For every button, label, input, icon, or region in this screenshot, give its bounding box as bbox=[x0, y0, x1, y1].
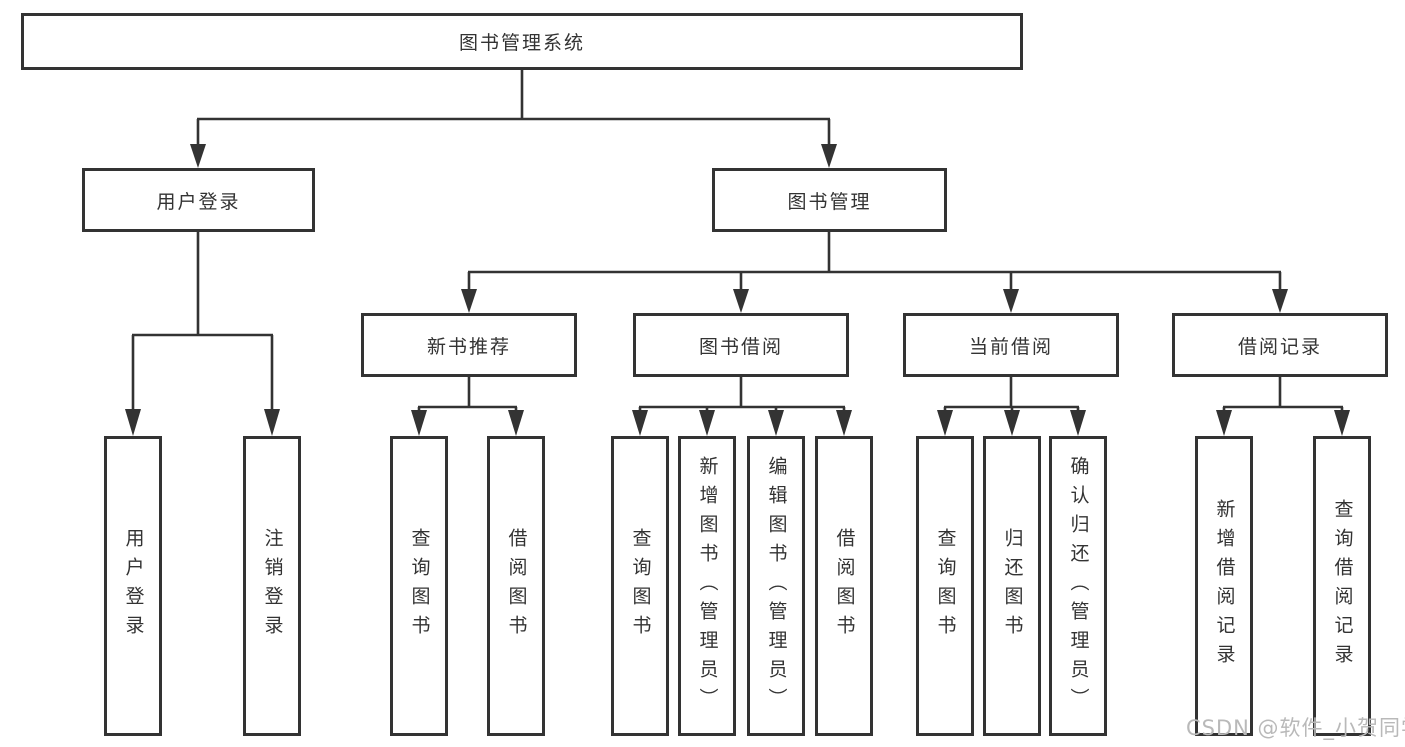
leaf-borrow-edit-books-admin: 编辑图书（管理员） bbox=[747, 436, 805, 736]
node-label: 确认归还（管理员） bbox=[1067, 455, 1090, 717]
leaf-current-return-books: 归还图书 bbox=[983, 436, 1041, 736]
node-label: 借阅记录 bbox=[1237, 335, 1322, 358]
node-label: 图书借阅 bbox=[698, 335, 783, 358]
node-label: 图书管理系统 bbox=[458, 32, 585, 54]
node-user-login: 用户登录 bbox=[82, 168, 315, 232]
node-label: 借阅图书 bbox=[505, 528, 528, 644]
leaf-newbook-borrow-books: 借阅图书 bbox=[487, 436, 545, 736]
node-new-book-recommend: 新书推荐 bbox=[361, 313, 577, 377]
node-label: 查询图书 bbox=[629, 528, 652, 644]
node-label: 用户登录 bbox=[156, 190, 241, 213]
leaf-record-add-borrow-record: 新增借阅记录 bbox=[1195, 436, 1253, 736]
node-library-management-system: 图书管理系统 bbox=[21, 13, 1023, 70]
node-label: 用户登录 bbox=[122, 528, 145, 644]
leaf-borrow-borrow-books: 借阅图书 bbox=[815, 436, 873, 736]
node-label: 查询图书 bbox=[408, 528, 431, 644]
leaf-newbook-query-books: 查询图书 bbox=[390, 436, 448, 736]
leaf-user-login: 用户登录 bbox=[104, 436, 162, 736]
node-book-management: 图书管理 bbox=[712, 168, 947, 232]
leaf-record-query-borrow-record: 查询借阅记录 bbox=[1313, 436, 1371, 736]
node-label: 图书管理 bbox=[787, 190, 872, 213]
csdn-watermark: CSDN @软件_小贺同学 bbox=[1186, 716, 1405, 740]
node-label: 借阅图书 bbox=[833, 528, 856, 644]
node-label: 查询借阅记录 bbox=[1331, 499, 1354, 673]
node-label: 编辑图书（管理员） bbox=[765, 455, 788, 717]
node-label: 新增图书（管理员） bbox=[696, 455, 719, 717]
node-label: 查询图书 bbox=[934, 528, 957, 644]
leaf-current-confirm-return-admin: 确认归还（管理员） bbox=[1049, 436, 1107, 736]
node-borrowing-records: 借阅记录 bbox=[1172, 313, 1388, 377]
node-current-borrowing: 当前借阅 bbox=[903, 313, 1119, 377]
node-label: 当前借阅 bbox=[968, 335, 1053, 358]
leaf-borrow-query-books: 查询图书 bbox=[611, 436, 669, 736]
node-label: 归还图书 bbox=[1001, 528, 1024, 644]
node-book-borrowing: 图书借阅 bbox=[633, 313, 849, 377]
node-label: 新增借阅记录 bbox=[1213, 499, 1236, 673]
node-label: 新书推荐 bbox=[426, 335, 511, 358]
leaf-borrow-add-books-admin: 新增图书（管理员） bbox=[678, 436, 736, 736]
node-label: 注销登录 bbox=[261, 528, 284, 644]
leaf-logout: 注销登录 bbox=[243, 436, 301, 736]
leaf-current-query-books: 查询图书 bbox=[916, 436, 974, 736]
